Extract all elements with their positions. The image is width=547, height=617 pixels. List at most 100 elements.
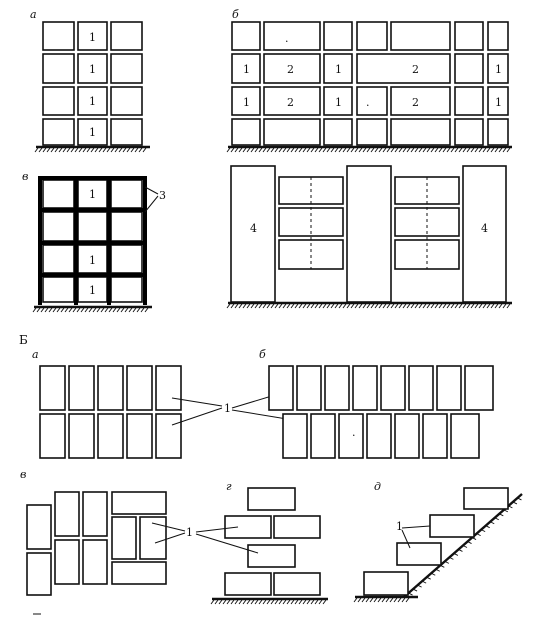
block: [454, 86, 484, 116]
block: [454, 53, 484, 84]
block: [231, 21, 261, 51]
hatch-mark: [414, 147, 419, 153]
block: [366, 413, 392, 459]
hatch-mark: [482, 303, 487, 309]
hatch-mark: [394, 303, 399, 309]
hatch-mark: [290, 599, 295, 605]
hatch-mark: [354, 147, 359, 153]
block: [324, 365, 350, 411]
hatch-mark: [66, 147, 71, 153]
hatch-mark: [46, 147, 51, 153]
block: [111, 516, 137, 560]
hatch-mark: [494, 147, 499, 153]
hatch-mark: [106, 147, 111, 153]
block: [54, 491, 80, 537]
hatch-mark: [314, 147, 319, 153]
hatch-mark: [370, 147, 375, 153]
block: [77, 21, 108, 51]
hatch-mark: [434, 147, 439, 153]
ground-hatching: [226, 303, 511, 309]
block: [26, 504, 52, 550]
hatch-mark: [431, 572, 436, 576]
block: [352, 365, 378, 411]
hatch-mark: [274, 599, 279, 605]
hatch-mark: [238, 303, 243, 309]
hatch-mark: [266, 147, 271, 153]
hatch-mark: [262, 599, 267, 605]
hatch-mark: [342, 147, 347, 153]
hatch-mark: [462, 545, 468, 548]
block: [422, 413, 448, 459]
callout-1: 1: [243, 63, 250, 76]
hatch-mark: [108, 307, 113, 313]
hatch-mark: [478, 303, 483, 309]
block: [39, 365, 66, 411]
hatch-mark: [250, 599, 255, 605]
hatch-mark: [346, 147, 351, 153]
block: [68, 365, 95, 411]
callout-1: 1: [89, 284, 96, 297]
hatch-mark: [302, 147, 307, 153]
hatch-mark: [394, 147, 399, 153]
block: [54, 539, 80, 585]
block: [77, 118, 108, 146]
hatch-mark: [350, 147, 355, 153]
hatch-mark: [365, 597, 370, 603]
hatch-mark: [274, 147, 279, 153]
hatch-mark: [246, 599, 251, 605]
hatch-mark: [98, 147, 103, 153]
hatch-mark: [382, 303, 387, 309]
hatch-mark: [114, 147, 119, 153]
callout-1: 1: [243, 96, 250, 109]
hatch-mark: [322, 599, 327, 605]
block: [39, 413, 66, 459]
hatch-mark: [406, 303, 411, 309]
hatch-mark: [218, 599, 223, 605]
hatch-mark: [230, 599, 235, 605]
hatch-mark: [278, 147, 283, 153]
label-bottom-a: a: [32, 348, 39, 361]
hatch-mark: [370, 303, 375, 309]
hatch-mark: [44, 307, 49, 313]
block: [487, 53, 509, 84]
hatch-mark: [36, 307, 41, 313]
block: [155, 413, 182, 459]
hatch-mark: [266, 303, 271, 309]
hatch-mark: [444, 560, 450, 564]
block: [155, 365, 182, 411]
leader-line: [195, 526, 239, 533]
hatch-mark: [330, 147, 335, 153]
hatch-mark: [242, 147, 247, 153]
hatch-mark: [230, 147, 235, 153]
hatch-mark: [302, 599, 307, 605]
ground-hatching: [210, 599, 327, 605]
block: [42, 244, 75, 274]
hatch-mark: [322, 303, 327, 309]
hatch-mark: [238, 599, 243, 605]
block-long: [263, 21, 321, 51]
block: [42, 276, 75, 303]
hatch-mark: [318, 147, 323, 153]
hatch-mark: [334, 303, 339, 309]
hatch-mark: [242, 599, 247, 605]
block: [110, 211, 143, 242]
hatch-mark: [358, 147, 363, 153]
hatch-mark: [438, 303, 443, 309]
hatch-mark: [450, 147, 455, 153]
hatch-mark: [34, 147, 39, 153]
block: [296, 365, 322, 411]
hatch-mark: [450, 303, 455, 309]
leader-line: [171, 397, 223, 407]
hatch-mark: [498, 147, 503, 153]
hatch-mark: [346, 303, 351, 309]
callout-1: 1: [89, 63, 96, 76]
panel-bottom-g: г: [195, 480, 328, 605]
hatch-mark: [506, 303, 511, 309]
hatch-mark: [414, 303, 419, 309]
hatch-mark: [136, 307, 141, 313]
hatch-mark: [361, 597, 366, 603]
callout-2: 2: [412, 96, 419, 109]
hatch-mark: [38, 147, 43, 153]
block: [77, 211, 108, 242]
block: [126, 413, 153, 459]
